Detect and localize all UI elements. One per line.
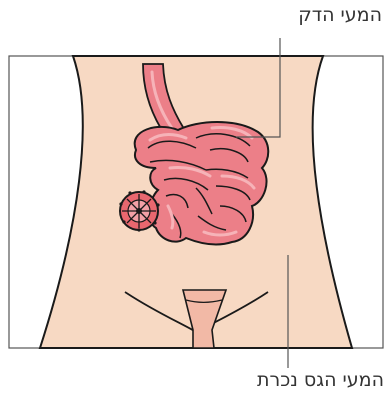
abdomen-diagram [0,0,392,395]
